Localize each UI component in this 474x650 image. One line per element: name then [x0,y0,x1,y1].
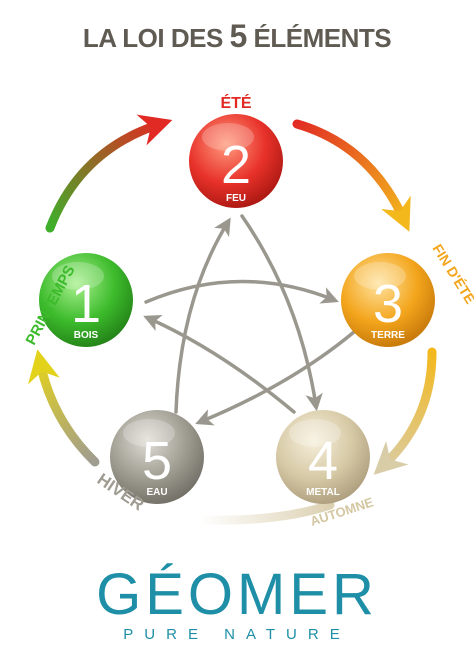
season-cycle [28,114,437,525]
page-title: LA LOI DES 5 ÉLÉMENTS [82,18,392,54]
element-number: 4 [308,431,338,491]
arrow-bois-to-terre [144,279,339,304]
control-star [143,214,356,426]
arc-hiver-to-printemps [28,349,100,467]
element-metal: 4 METAL [276,410,370,504]
brand-tagline: PURE NATURE [123,626,351,643]
element-feu: 2 FEU [189,114,283,208]
arrow-terre-to-eau [195,330,356,426]
arc-ete-to-fin-d-ete [292,119,411,232]
element-name: EAU [146,487,167,498]
element-number: 1 [71,274,101,334]
element-name: BOIS [74,330,99,341]
season-label-fin-d-ete: FIN D'ÉTÉ [429,241,474,306]
element-eau: 5 EAU [110,410,204,504]
geomer-logo: GÉOMER PURE NATURE [0,562,474,644]
element-name: TERRE [371,330,405,341]
arrow-metal-to-bois [143,314,296,414]
element-name: METAL [306,487,340,498]
element-number: 3 [373,274,403,334]
element-terre: 3 TERRE [341,253,435,347]
arc-printemps-to-ete [45,114,173,233]
season-label-ete: ÉTÉ [220,93,251,112]
arrow-feu-to-metal [240,214,323,412]
arrow-eau-to-feu [174,217,231,414]
five-elements-diagram: 1 BOIS 2 FEU 3 TERRE 4 METAL 5 EAU ÉTÉ P… [23,93,474,529]
element-number: 5 [142,431,172,491]
element-bois: 1 BOIS [39,253,133,347]
arc-fin-d-ete-to-automne [373,347,437,475]
element-name: FEU [226,193,246,204]
arc-automne-to-hiver [195,500,335,525]
element-number: 2 [221,135,251,195]
brand-name: GÉOMER [96,562,378,627]
